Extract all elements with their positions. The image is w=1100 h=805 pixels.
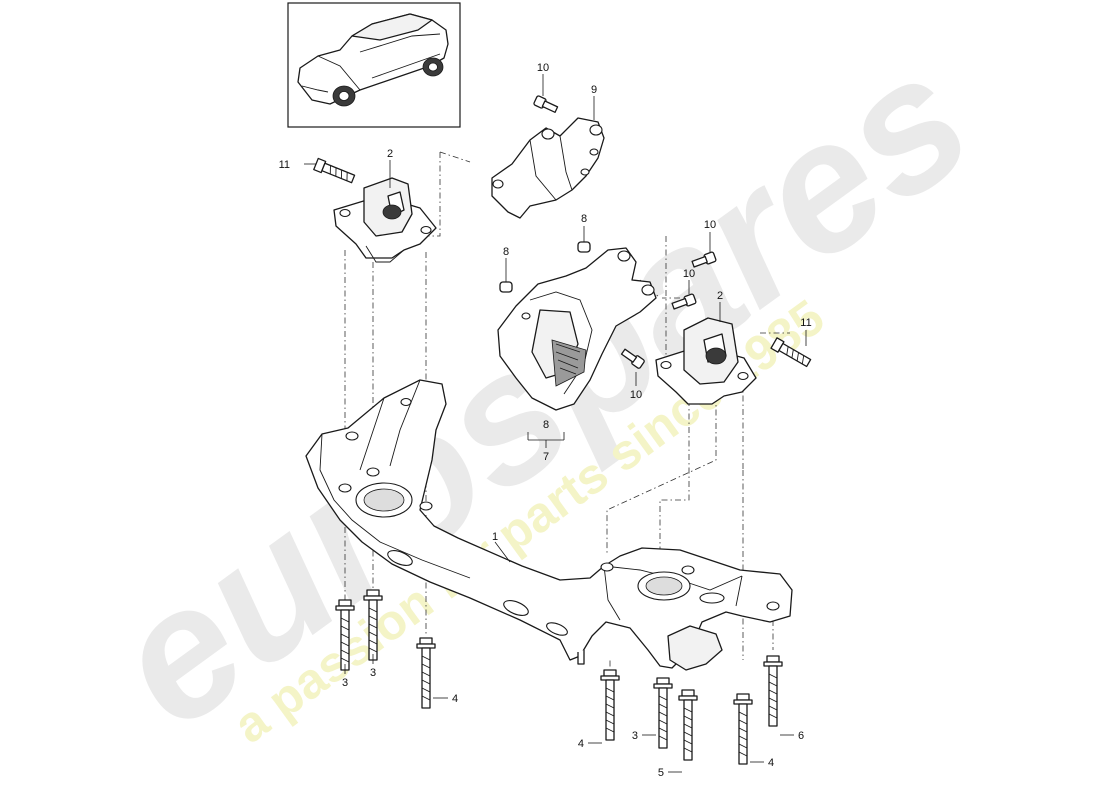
bolt-4-b — [600, 669, 620, 741]
bolt-4-a — [416, 637, 436, 709]
callout-7: 7 — [543, 451, 549, 463]
bolt-10-top — [532, 94, 560, 115]
callout-9: 9 — [591, 84, 597, 96]
callout-1: 1 — [492, 531, 498, 543]
car-illustration — [297, 13, 449, 107]
bolt-11-left — [313, 157, 356, 186]
bolt-6 — [763, 655, 783, 727]
bracket-upper — [491, 117, 605, 219]
callout-10-top: 10 — [537, 62, 549, 74]
engine-mount-left — [333, 177, 437, 263]
callout-10-a: 10 — [704, 219, 716, 231]
callout-10-b: 10 — [683, 268, 695, 280]
callout-4-b: 4 — [578, 738, 584, 750]
bolt-3-c — [653, 677, 673, 749]
callout-8-a: 8 — [581, 213, 587, 225]
callout-6: 6 — [798, 730, 804, 742]
callout-5: 5 — [658, 767, 664, 779]
callout-8-b: 8 — [503, 246, 509, 258]
callouts: 11 2 10 9 8 8 10 10 2 11 10 8 7 1 3 3 4 … — [279, 62, 812, 779]
vehicle-thumbnail — [287, 2, 461, 128]
callout-2-right: 2 — [717, 290, 723, 302]
callout-4-a: 4 — [452, 693, 458, 705]
callout-3-b: 3 — [370, 667, 376, 679]
callout-2-left: 2 — [387, 148, 393, 160]
callout-3-a: 3 — [342, 677, 348, 689]
engine-mount-right — [655, 317, 757, 405]
callout-10-c: 10 — [630, 389, 642, 401]
callout-11-left: 11 — [279, 159, 290, 171]
callout-4-c: 4 — [768, 757, 774, 769]
leader-lines — [304, 74, 807, 773]
stud-8-b — [499, 281, 513, 293]
bolt-4-c — [733, 693, 753, 765]
callout-11-right: 11 — [800, 317, 811, 329]
callout-8-group: 8 — [543, 419, 549, 431]
callout-3-c: 3 — [632, 730, 638, 742]
bracket-middle — [497, 247, 657, 411]
subframe — [305, 379, 793, 671]
stud-8-a — [577, 241, 591, 253]
bolt-5 — [678, 689, 698, 761]
